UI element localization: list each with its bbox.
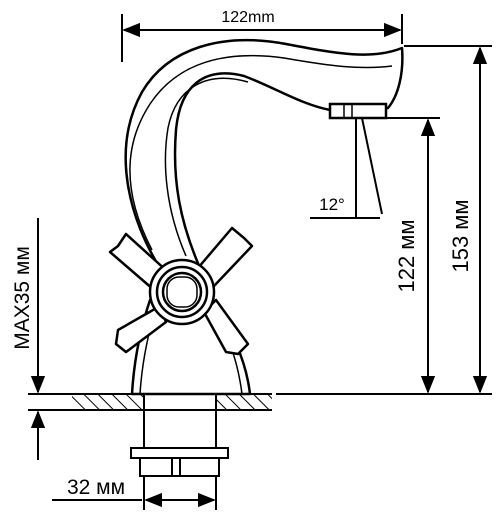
faucet-spout <box>124 38 404 270</box>
spout-height-dimension <box>378 117 440 394</box>
reach-dimension <box>121 14 403 62</box>
angle-label: 12° <box>319 195 345 214</box>
total-height-label: 153 мм <box>448 199 473 272</box>
total-height-dimension <box>276 45 492 395</box>
water-stream <box>310 117 383 219</box>
cross-handle <box>108 226 254 356</box>
thread-dimension <box>52 476 217 510</box>
mount-thickness-label: MAX35 мм <box>11 246 34 350</box>
reach-label: 122mm <box>221 9 274 26</box>
spout-height-label: 122 мм <box>394 219 419 292</box>
countertop <box>28 393 272 411</box>
mounting-shank <box>130 394 229 477</box>
aerator <box>328 102 388 120</box>
thread-label: 32 мм <box>67 476 125 499</box>
